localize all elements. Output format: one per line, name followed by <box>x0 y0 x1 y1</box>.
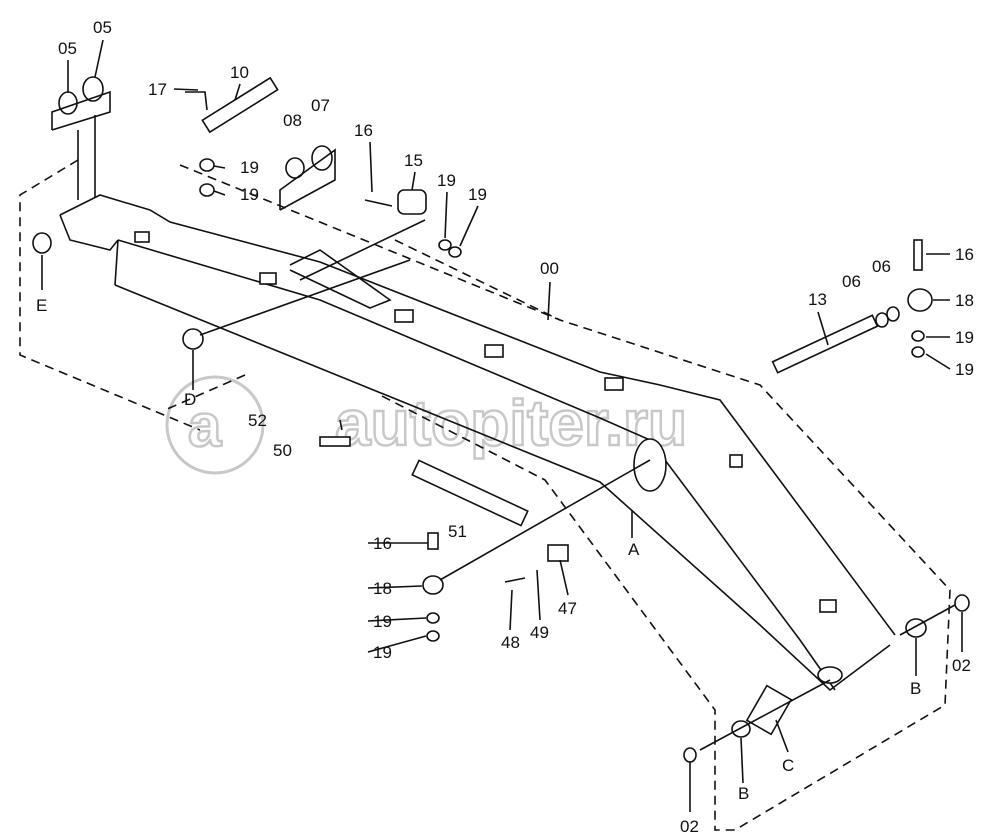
label-18: 18 <box>373 579 392 598</box>
label-51: 51 <box>448 522 467 541</box>
label-19: 19 <box>955 328 974 347</box>
label-18: 18 <box>955 291 974 310</box>
label-48: 48 <box>501 633 520 652</box>
label-49: 49 <box>530 623 549 642</box>
label-19: 19 <box>240 158 259 177</box>
label-13: 13 <box>808 290 827 309</box>
leader-lines <box>41 39 963 812</box>
label-16: 16 <box>354 121 373 140</box>
label-19: 19 <box>373 612 392 631</box>
label-D: D <box>184 390 196 409</box>
label-50: 50 <box>273 441 292 460</box>
watermark: a autopiter.ru <box>165 375 688 475</box>
label-05: 05 <box>58 39 77 58</box>
label-02: 02 <box>952 656 971 675</box>
label-19: 19 <box>955 360 974 379</box>
label-06: 06 <box>872 257 891 276</box>
svg-text:a: a <box>188 392 222 459</box>
label-19: 19 <box>437 171 456 190</box>
label-C: C <box>782 756 794 775</box>
assembly-dashed-lines <box>19 159 951 831</box>
label-08: 08 <box>283 111 302 130</box>
watermark-text: autopiter.ru <box>335 387 687 459</box>
label-19: 19 <box>240 185 259 204</box>
label-A: A <box>628 540 640 559</box>
boom-arm <box>59 194 896 692</box>
label-17: 17 <box>148 80 167 99</box>
label-19: 19 <box>468 185 487 204</box>
label-00: 00 <box>540 259 559 278</box>
label-05: 05 <box>93 18 112 37</box>
callout-labels: 05 05 17 10 08 07 16 15 19 19 19 19 E 00… <box>36 18 974 836</box>
label-19: 19 <box>373 643 392 662</box>
label-10: 10 <box>230 63 249 82</box>
label-07: 07 <box>311 96 330 115</box>
label-E: E <box>36 296 47 315</box>
label-15: 15 <box>404 151 423 170</box>
label-06: 06 <box>842 272 861 291</box>
loose-parts <box>32 76 970 763</box>
label-B: B <box>738 784 749 803</box>
label-52: 52 <box>248 411 267 430</box>
label-B: B <box>910 679 921 698</box>
label-16: 16 <box>955 245 974 264</box>
label-47: 47 <box>558 599 577 618</box>
label-02: 02 <box>680 817 699 836</box>
